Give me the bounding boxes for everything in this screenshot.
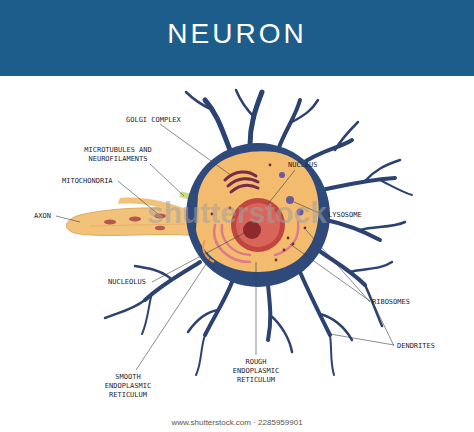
smooth-er-shape [203,240,214,262]
part-label: SMOOTH ENDOPLASMIC RETICULUM [101,373,155,400]
golgi-shape [225,172,258,192]
part-label: MICROTUBULES AND NEUROFILAMENTS [76,146,160,164]
watermark-footer: www.shutterstock.com · 2285959901 [171,418,302,427]
part-label: RIBOSOMES [372,298,410,307]
part-label: MITOCHONDRIA [62,177,113,186]
part-label: DENDRITES [397,342,435,351]
part-label: NUCLEUS [288,161,318,170]
part-label: LYSOSOME [328,211,362,220]
part-label: GOLGI COMPLEX [126,116,181,125]
leader-lines [56,124,394,370]
part-label: AXON [34,212,51,221]
watermark: shutterstock [147,196,327,230]
part-label: ROUGH ENDOPLASMIC RETICULUM [229,358,283,385]
title: NEURON [0,18,474,50]
part-label: NUCLEOLUS [108,278,146,287]
